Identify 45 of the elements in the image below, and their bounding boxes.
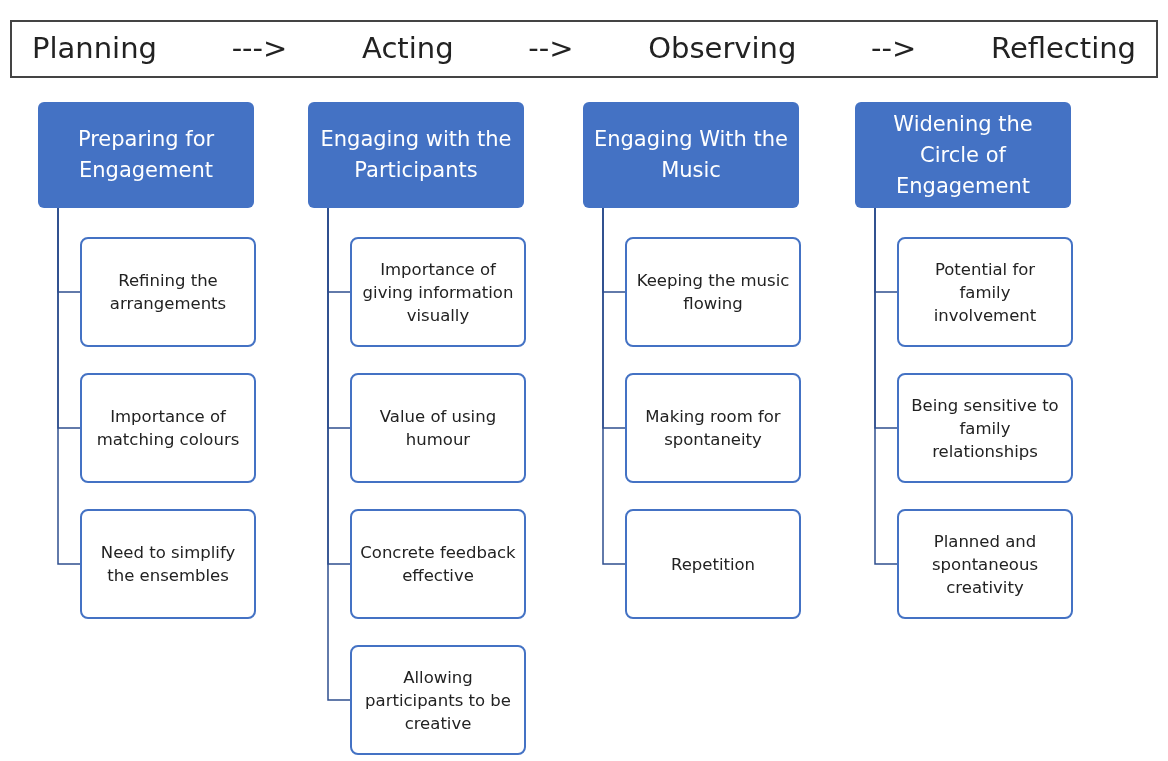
- theme-box: [80, 237, 256, 347]
- theme-label: Value of using humour: [378, 406, 498, 451]
- theme-box: [350, 509, 526, 619]
- ascii-arrow-text: -->: [528, 30, 574, 68]
- theme-box: [897, 509, 1073, 619]
- theme-box: [625, 373, 801, 483]
- category-title: Engaging with the Participants: [319, 126, 513, 184]
- theme-box: [80, 373, 256, 483]
- theme-label: Importance of giving information visually: [361, 258, 515, 327]
- stage-label: Planning: [32, 30, 157, 68]
- theme-box: [350, 373, 526, 483]
- theme-label: Allowing participants to be creative: [364, 666, 512, 735]
- theme-label: Importance of matching colours: [95, 406, 241, 451]
- category-box: [38, 102, 254, 208]
- theme-box: [625, 509, 801, 619]
- connector-line: [874, 207, 898, 565]
- stage-label: Acting: [362, 30, 454, 68]
- category-box: [583, 102, 799, 208]
- ascii-arrow-text: --->: [231, 30, 288, 68]
- theme-box: [350, 237, 526, 347]
- theme-label: Making room for spontaneity: [644, 406, 782, 451]
- category-title: Engaging With the Music: [592, 126, 790, 184]
- connector-line: [57, 207, 81, 565]
- theme-label: Planned and spontaneous creativity: [931, 530, 1039, 599]
- theme-box: [897, 373, 1073, 483]
- category-title: Widening the Circle of Engagement: [892, 110, 1034, 200]
- theme-label: Concrete feedback effective: [360, 542, 516, 587]
- theme-box: [350, 645, 526, 755]
- category-title: Preparing for Engagement: [76, 126, 216, 184]
- theme-label: Refining the arrangements: [108, 270, 228, 315]
- theme-box: [897, 237, 1073, 347]
- theme-box: [625, 237, 801, 347]
- theme-label: Potential for family involvement: [932, 258, 1038, 327]
- theme-label: Keeping the music flowing: [635, 270, 791, 315]
- theme-label: Being sensitive to family relationships: [910, 394, 1060, 463]
- stage-label: Reflecting: [991, 30, 1136, 68]
- stage-bar: [10, 20, 1158, 78]
- ascii-arrow-text: -->: [871, 30, 917, 68]
- stage-label: Observing: [648, 30, 797, 68]
- connector-line: [602, 207, 626, 565]
- theme-label: Repetition: [670, 553, 756, 576]
- category-box: [855, 102, 1071, 208]
- theme-box: [80, 509, 256, 619]
- theme-label: Need to simplify the ensembles: [99, 542, 237, 587]
- category-box: [308, 102, 524, 208]
